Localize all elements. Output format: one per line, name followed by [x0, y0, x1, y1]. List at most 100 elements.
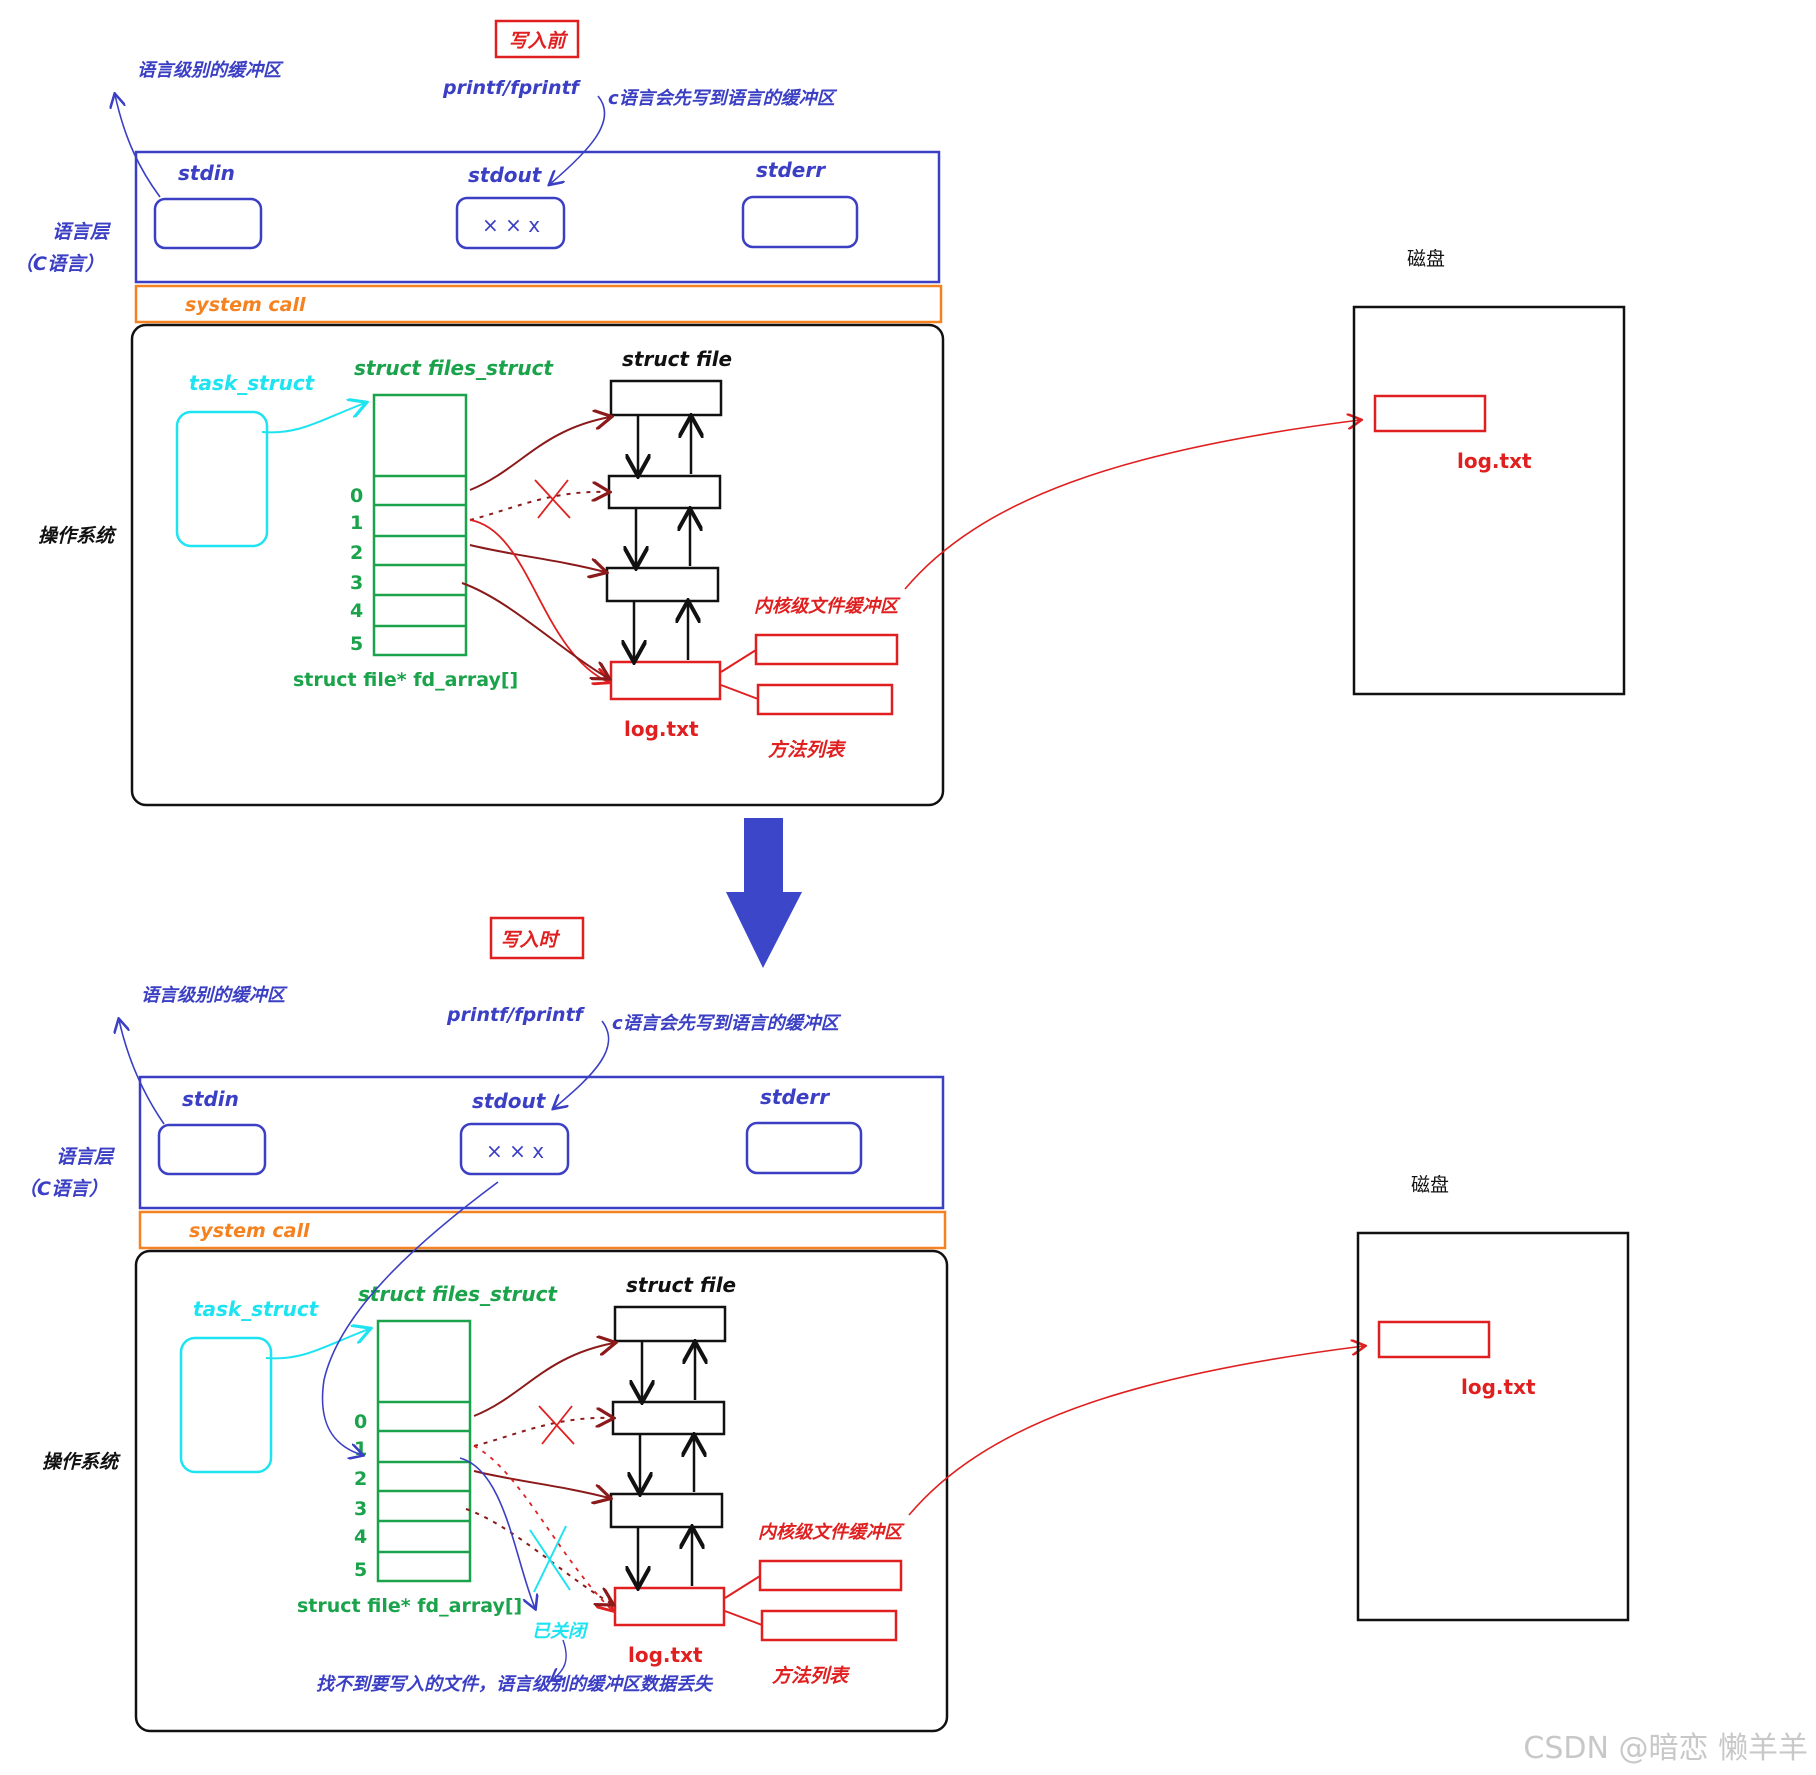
task-struct-label: task_struct [189, 371, 316, 395]
cross-mark-icon [534, 479, 571, 519]
file-node-2 [609, 1492, 724, 1529]
flush-to-disk-arrow [904, 420, 1360, 590]
stderr-label: stderr [756, 158, 826, 182]
task-struct-label: task_struct [193, 1297, 320, 1321]
state-label: 写入时 [500, 929, 560, 951]
file-node-0 [613, 1305, 727, 1343]
stdout-to-closed-path [459, 1457, 535, 1608]
kernel-buffer-label: 内核级文件缓冲区 [754, 596, 901, 617]
stdin-label: stdin [178, 161, 235, 185]
closed-label: 已关闭 [532, 1621, 589, 1642]
os-label: 操作系统 [42, 1451, 121, 1473]
panel-before-write: 写入前 语言级别的缓冲区 printf/fprintf c语言会先写到语言的缓冲… [14, 19, 1626, 807]
fd1-to-log-pointer [469, 519, 608, 682]
system-call-bar [134, 284, 943, 324]
fd-index-0: 0 [354, 1411, 367, 1433]
log-txt-label: log.txt [628, 1643, 703, 1667]
fd-index-3: 3 [350, 572, 363, 594]
lang-buffer-arrow [119, 1020, 165, 1125]
system-call-label: system call [189, 1220, 310, 1242]
task-to-files-arrow [261, 403, 365, 434]
file-node-log [609, 660, 722, 701]
stdout-content: × × x [482, 213, 540, 237]
stderr-buffer [741, 195, 859, 249]
file-node-2 [605, 566, 720, 603]
fd-array-label: struct file* fd_array[] [297, 1595, 522, 1617]
fd2-pointer [469, 544, 605, 572]
fd1-pointer-removed [469, 492, 608, 521]
disk-box [1352, 305, 1626, 696]
fd-index-5: 5 [354, 1559, 367, 1581]
task-struct-box [179, 1336, 273, 1474]
stdout-content: × × x [486, 1139, 544, 1163]
language-layer-box [138, 1075, 945, 1210]
file-node-0 [609, 379, 723, 417]
fd-index-1: 1 [350, 512, 363, 534]
stdout-buffer [459, 1122, 570, 1176]
stdin-buffer [153, 197, 263, 250]
log-txt-label: log.txt [624, 717, 699, 741]
disk-file-box [1377, 1320, 1491, 1359]
lang-layer-line1: 语言层 [56, 1146, 116, 1168]
os-box [130, 323, 945, 807]
log-to-buffer-link [724, 1575, 761, 1599]
fd1-pointer-removed [473, 1418, 612, 1447]
file-node-1 [611, 1400, 726, 1436]
fd-index-4: 4 [350, 600, 363, 622]
disk-file-label: log.txt [1461, 1375, 1536, 1399]
disk-label: 磁盘 [1407, 248, 1445, 270]
disk-file-label: log.txt [1457, 449, 1532, 473]
transition-down-arrow-icon [726, 818, 802, 968]
state-box [489, 916, 585, 960]
kernel-buffer-slot [758, 1559, 903, 1592]
file-node-1 [607, 474, 722, 510]
disk-label: 磁盘 [1411, 1174, 1449, 1196]
fd-index-3: 3 [354, 1498, 367, 1520]
stdout-label: stdout [472, 1089, 547, 1113]
stdin-label: stdin [182, 1087, 239, 1111]
stderr-label: stderr [760, 1085, 830, 1109]
state-box [494, 19, 580, 59]
os-box [134, 1249, 949, 1733]
fd0-pointer [473, 1343, 614, 1417]
watermark: CSDN @暗恋 懒羊羊 [1523, 1731, 1808, 1766]
os-label: 操作系统 [38, 525, 117, 547]
fd-index-1: 1 [354, 1438, 367, 1460]
method-list-slot [760, 1609, 898, 1642]
kernel-buffer-slot [754, 633, 899, 666]
stdout-label: stdout [468, 163, 543, 187]
fd-array-frame [376, 1319, 472, 1583]
fd-index-0: 0 [350, 485, 363, 507]
method-list-slot [756, 683, 894, 716]
fd0-pointer [469, 417, 610, 491]
log-to-method-link [724, 1610, 763, 1626]
fd-array-frame [372, 393, 468, 657]
lang-buffer-label: 语言级别的缓冲区 [137, 60, 284, 81]
printf-arrow [554, 1020, 610, 1108]
fd-index-2: 2 [350, 542, 363, 564]
fd3-pointer-removed [465, 1508, 612, 1604]
lang-layer-line1: 语言层 [52, 221, 112, 243]
log-to-method-link [720, 684, 759, 700]
fd-index-5: 5 [350, 633, 363, 655]
fd3-pointer [461, 582, 608, 678]
task-struct-box [175, 410, 269, 548]
fd-array-label: struct file* fd_array[] [293, 669, 518, 691]
system-call-bar [138, 1210, 947, 1250]
lang-layer-line2: （C语言） [14, 253, 104, 275]
log-to-buffer-link [720, 649, 757, 673]
system-call-label: system call [185, 294, 306, 316]
task-to-files-arrow [265, 1329, 369, 1360]
struct-file-label: struct file [622, 347, 732, 371]
lang-buffer-arrow [115, 95, 161, 198]
stderr-buffer [745, 1121, 863, 1175]
fd2-pointer [473, 1470, 609, 1498]
stdout-flush-path [321, 1181, 499, 1455]
flush-to-disk-arrow [908, 1346, 1364, 1516]
cross-mark-icon [538, 1405, 575, 1445]
files-struct-label: struct files_struct [358, 1282, 558, 1306]
closed-cross-icon [529, 1525, 571, 1593]
files-struct-label: struct files_struct [354, 356, 554, 380]
methods-label: 方法列表 [772, 1665, 851, 1687]
